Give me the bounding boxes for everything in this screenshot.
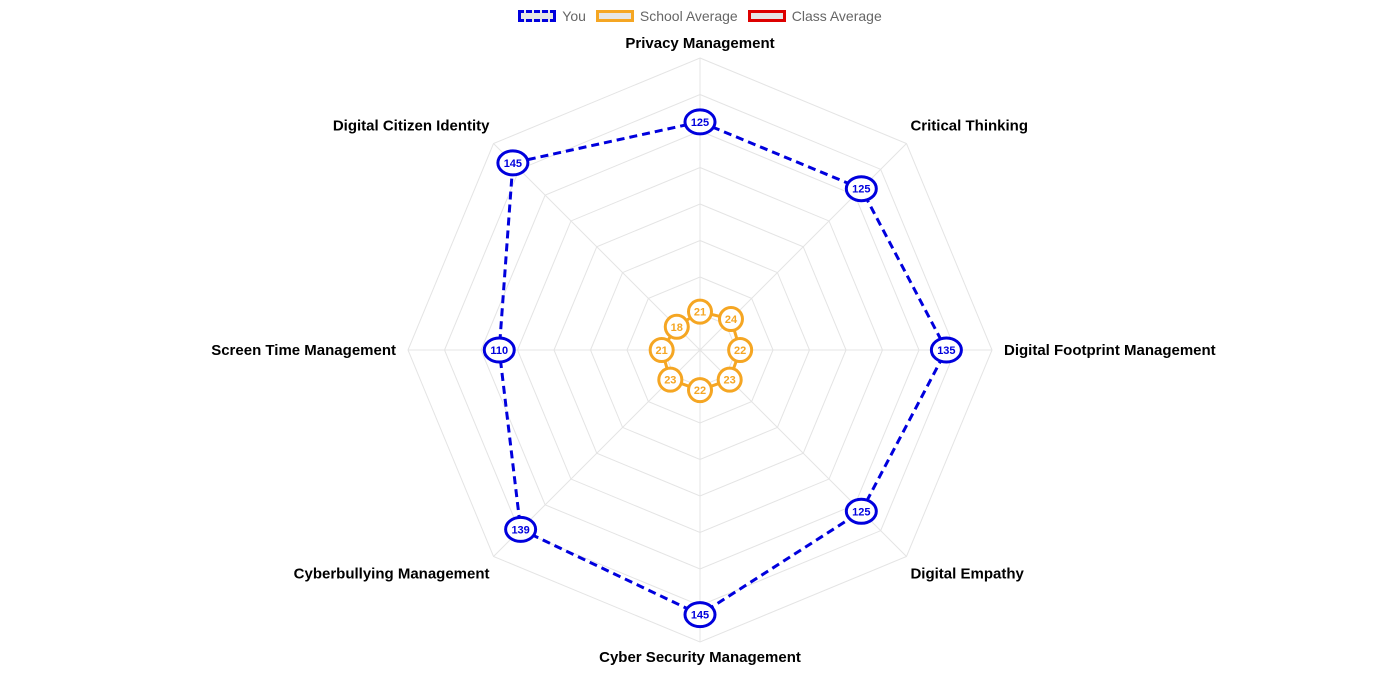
data-point-you <box>504 515 538 543</box>
data-label-school-average: 18 <box>671 322 683 334</box>
data-point-school-average <box>648 337 675 363</box>
axis-label-cyberbullying-management: Cyberbullying Management <box>294 565 490 582</box>
data-point-you <box>482 336 516 364</box>
data-label-school-average: 21 <box>694 307 706 319</box>
data-point-school-average <box>716 366 743 393</box>
data-point-you <box>844 175 878 203</box>
data-label-school-average: 23 <box>664 375 676 387</box>
data-point-you <box>683 601 717 629</box>
data-point-you <box>496 149 530 177</box>
data-label-school-average: 22 <box>734 345 746 357</box>
data-label-you: 145 <box>504 158 522 170</box>
data-point-you <box>929 336 963 364</box>
legend-item-school-average[interactable]: School Average <box>595 8 738 24</box>
chart-legend: You School Average Class Average <box>0 6 1400 26</box>
data-point-school-average <box>663 313 690 340</box>
data-label-you: 125 <box>852 184 870 196</box>
data-point-school-average <box>687 298 713 325</box>
data-label-school-average: 23 <box>724 375 736 387</box>
axis-label-screen-time-management: Screen Time Management <box>211 342 396 359</box>
data-label-you: 139 <box>511 524 529 536</box>
axis-label-digital-empathy: Digital Empathy <box>910 565 1024 582</box>
axis-label-digital-citizen-identity: Digital Citizen Identity <box>333 118 490 135</box>
legend-swatch-you <box>518 10 557 22</box>
legend-item-class-average[interactable]: Class Average <box>747 8 882 24</box>
data-label-you: 110 <box>490 345 508 357</box>
data-point-you <box>844 497 878 525</box>
axis-label-privacy-management: Privacy Management <box>625 35 774 52</box>
grid-spoke <box>493 143 701 351</box>
legend-item-you[interactable]: You <box>518 8 586 24</box>
legend-label-you: You <box>562 8 586 24</box>
series-line-you <box>497 120 949 617</box>
axis-label-cyber-security-management: Cyber Security Management <box>599 649 801 666</box>
data-point-school-average <box>687 377 713 404</box>
axis-label-critical-thinking: Critical Thinking <box>910 118 1028 135</box>
data-point-school-average <box>717 306 744 333</box>
legend-swatch-school-average <box>595 10 634 22</box>
data-point-school-average <box>727 337 754 363</box>
legend-label-class-average: Class Average <box>791 8 882 24</box>
data-label-you: 145 <box>691 610 709 622</box>
data-label-school-average: 24 <box>725 314 738 326</box>
data-label-school-average: 21 <box>656 345 668 357</box>
legend-swatch-class-average <box>747 10 786 22</box>
data-label-you: 125 <box>691 117 709 129</box>
legend-label-school-average: School Average <box>639 8 738 24</box>
data-label-you: 125 <box>852 506 870 518</box>
axis-label-digital-footprint-management: Digital Footprint Management <box>1004 342 1216 359</box>
data-point-school-average <box>657 366 684 393</box>
data-label-school-average: 22 <box>694 385 706 397</box>
data-point-you <box>683 108 717 136</box>
data-label-you: 135 <box>937 345 955 357</box>
